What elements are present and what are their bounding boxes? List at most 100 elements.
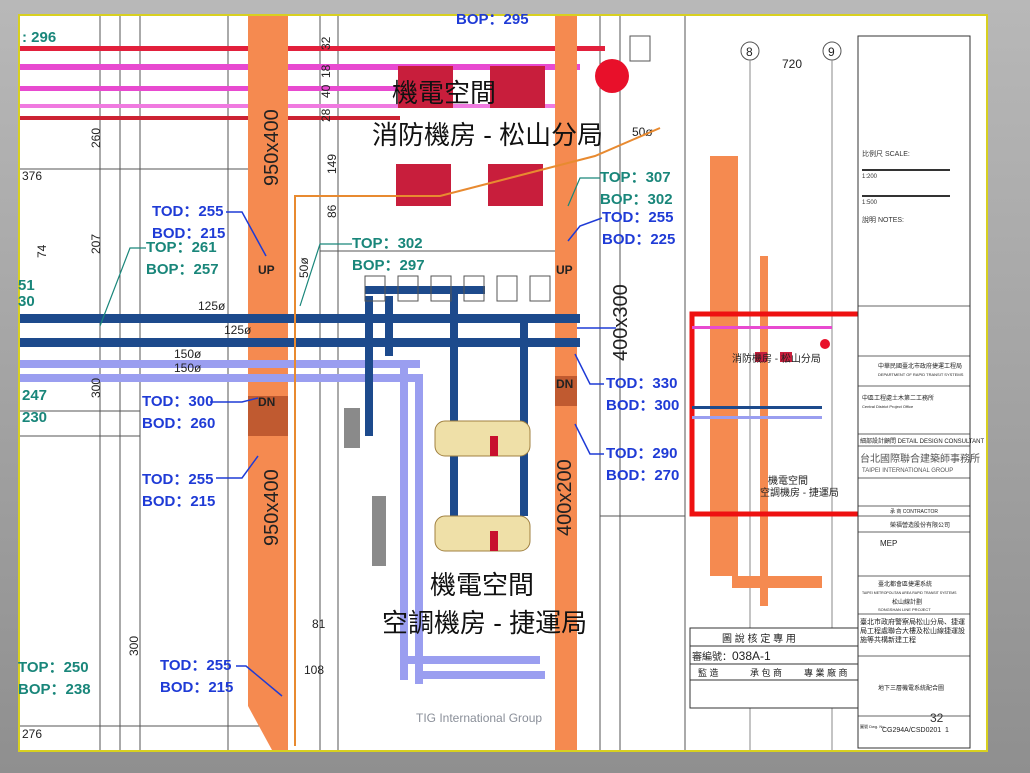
tb-notes: 說明 NOTES: [862, 215, 904, 224]
left-duct-size-bottom: 950x400 [261, 469, 283, 546]
tb-scale2: 1:500 [862, 200, 878, 206]
label-bop-297: BOP：297 [352, 257, 425, 274]
tb-scale: 比例尺 SCALE: [862, 149, 910, 158]
dim-125-a: 125ø [198, 299, 226, 313]
label-bod-300: BOD：300 [606, 397, 679, 414]
label-bop-257: BOP：257 [146, 261, 219, 278]
tb-sheet: 1 [945, 727, 949, 734]
tb-drawing: 地下三層機電系統配合圖 [878, 684, 944, 692]
mini-room-bottom2: 空調機房 - 捷運局 [760, 486, 839, 499]
dim-150-a: 150ø [174, 347, 202, 361]
label-top-302: TOP：302 [352, 235, 423, 252]
dim-51: 51 [18, 277, 35, 294]
dim-50: 50ø [297, 257, 311, 278]
label-bod-215-b: BOD：215 [142, 493, 215, 510]
tb-discipline: MEP [880, 539, 897, 548]
dim-207: 207 [89, 234, 103, 254]
stamp-title: 圖 說 核 定 專 用 [722, 632, 796, 645]
tb-dwg-no: CG294A/CSD0201 [882, 727, 941, 734]
bottom-room-line1: 機電空間 [430, 570, 534, 600]
dim-40: 40 [319, 84, 333, 98]
label-tod-255-b: TOD：255 [142, 471, 213, 488]
dim-260: 260 [89, 128, 103, 148]
label-tod-255-d: TOD：255 [602, 209, 673, 226]
dim-81: 81 [312, 617, 326, 631]
title-block: 比例尺 SCALE: 1:200 1:500 說明 NOTES: 中華民國臺北市… [857, 35, 984, 749]
tb-office-en: Central District Project Office [862, 404, 914, 409]
label-tod-300: TOD：300 [142, 393, 213, 410]
dim-30: 30 [18, 293, 35, 310]
tb-office: 中區工程處土木第二工務所 [862, 394, 934, 402]
label-tod-255-a: TOD：255 [152, 203, 223, 220]
footer-text: TIG International Group [416, 711, 543, 725]
dim-300: 300 [89, 378, 103, 398]
dim-720: 720 [782, 57, 802, 71]
tb-line-en: SONGSHAN LINE PROJECT [878, 607, 931, 612]
dim-18: 18 [319, 64, 333, 78]
dim-125-b: 125ø [224, 323, 252, 337]
tb-scale1: 1:200 [862, 174, 878, 180]
grid-9: 9 [828, 45, 835, 59]
dim-230: 230 [22, 409, 47, 426]
dim-150-b: 150ø [174, 361, 202, 375]
stamp-no: 038A-1 [732, 649, 771, 663]
label-bod-260: BOD：260 [142, 415, 215, 432]
left-duct-size-top: 950x400 [261, 109, 283, 186]
label-bod-215-c: BOD：215 [160, 679, 233, 696]
tb-client-en: DEPARTMENT OF RAPID TRANSIT SYSTEMS [878, 372, 964, 377]
tb-client: 中華民國臺北市政府捷運工程局 [878, 362, 962, 370]
tb-consultant-en: TAIPEI INTERNATIONAL GROUP [862, 468, 953, 474]
label-tod-330: TOD：330 [606, 375, 677, 392]
leader-lines [210, 211, 616, 697]
approval-stamp: 圖 說 核 定 專 用 審編號： 038A-1 監 造 承 包 商 專 業 廠 … [689, 627, 859, 709]
dim-108: 108 [304, 663, 324, 677]
label-bop-302: BOP：302 [600, 191, 673, 208]
right-duct-dn: DN [556, 377, 573, 391]
label-top-250: TOP：250 [18, 659, 89, 676]
dim-296: : 296 [22, 29, 56, 46]
chiller-valves [490, 436, 498, 551]
top-room-line2: 消防機房 - 松山分局 [372, 120, 603, 150]
tb-consultant: 台北國際聯合建築師事務所 [860, 452, 980, 465]
left-duct [248, 16, 288, 750]
mini-room-top: 消防機房 - 松山分局 [732, 352, 821, 365]
dim-376: 376 [22, 169, 42, 183]
tb-contractor-hdr: 承 商 CONTRACTOR [890, 508, 938, 515]
label-bod-270: BOD：270 [606, 467, 679, 484]
right-duct-size-top: 400x300 [610, 284, 632, 361]
dim-50b: 50ø [632, 125, 653, 139]
tb-contractor: 榮福營造股份有限公司 [890, 521, 950, 529]
tb-project: 臺北市政府警察局松山分局、捷運局工程處聯合大樓及松山線捷運設施等共構新建工程 [860, 618, 965, 644]
stamp-c1: 監 造 [698, 667, 719, 678]
fire-pump-equipment [396, 59, 629, 206]
dim-300-b: 300 [127, 636, 141, 656]
tb-line: 松山線計劃 [892, 598, 922, 606]
left-duct-up: UP [258, 263, 275, 277]
grid-8: 8 [746, 45, 753, 59]
label-tod-290: TOD：290 [606, 445, 677, 462]
label-top-261: TOP：261 [146, 239, 217, 256]
stamp-c3: 專 業 廠 商 [804, 667, 848, 678]
label-tod-255-c: TOD：255 [160, 657, 231, 674]
stamp-c2: 承 包 商 [750, 667, 782, 678]
mini-room-bottom1: 機電空間 [768, 474, 808, 487]
dim-247: 247 [22, 387, 47, 404]
mep-drawing: 機電空間 消防機房 - 松山分局 機電空間 空調機房 - 捷運局 950x400… [18, 11, 984, 750]
right-duct-size-bottom: 400x200 [554, 459, 576, 536]
tb-system-en: TAIPEI METROPOLITAN AREA RAPID TRANSIT S… [862, 591, 957, 595]
dim-32: 32 [319, 36, 333, 50]
ahu-boxes [364, 35, 651, 302]
page-number: 32 [930, 711, 944, 725]
top-room-line1: 機電空間 [392, 78, 496, 108]
dim-86: 86 [325, 204, 339, 218]
label-bod-215-a: BOD：215 [152, 225, 225, 242]
drawing-linework [20, 16, 686, 750]
label-bod-225: BOD：225 [602, 231, 675, 248]
stamp-no-label: 審編號： [692, 650, 732, 663]
label-bop-cut: BOP：295 [456, 11, 529, 28]
dim-276: 276 [22, 727, 42, 741]
label-bop-238: BOP：238 [18, 681, 91, 698]
chiller-units [434, 420, 531, 552]
dim-74: 74 [35, 244, 49, 258]
